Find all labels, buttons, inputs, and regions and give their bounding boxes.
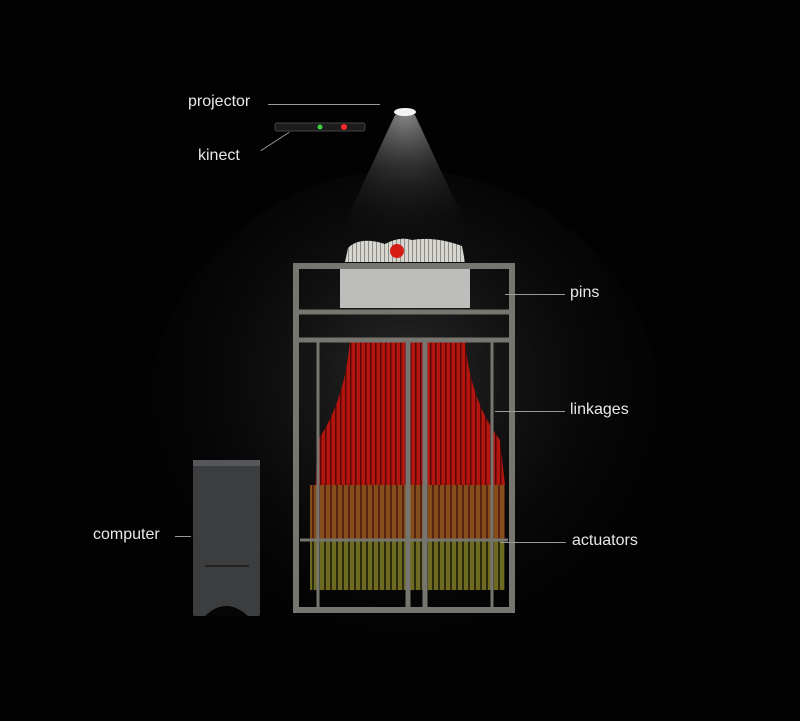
projector-light-cone [330,115,480,255]
label-kinect: kinect [198,147,240,164]
machine-frame [293,263,515,613]
label-projector: projector [188,93,251,110]
label-computer: computer [93,526,160,543]
label-pins: pins [570,284,600,301]
computer-tower [193,460,260,616]
label-actuators: actuators [572,532,638,549]
actuators-leader-line [500,542,566,543]
linkages-leader-line [495,411,565,412]
projector-lens [394,108,416,116]
kinect-device [274,122,366,132]
computer-leader-line [175,536,191,537]
label-linkages: linkages [570,401,629,418]
projector-leader-line [268,104,380,105]
pins-surface [340,238,470,308]
pins-leader-line [505,294,565,295]
